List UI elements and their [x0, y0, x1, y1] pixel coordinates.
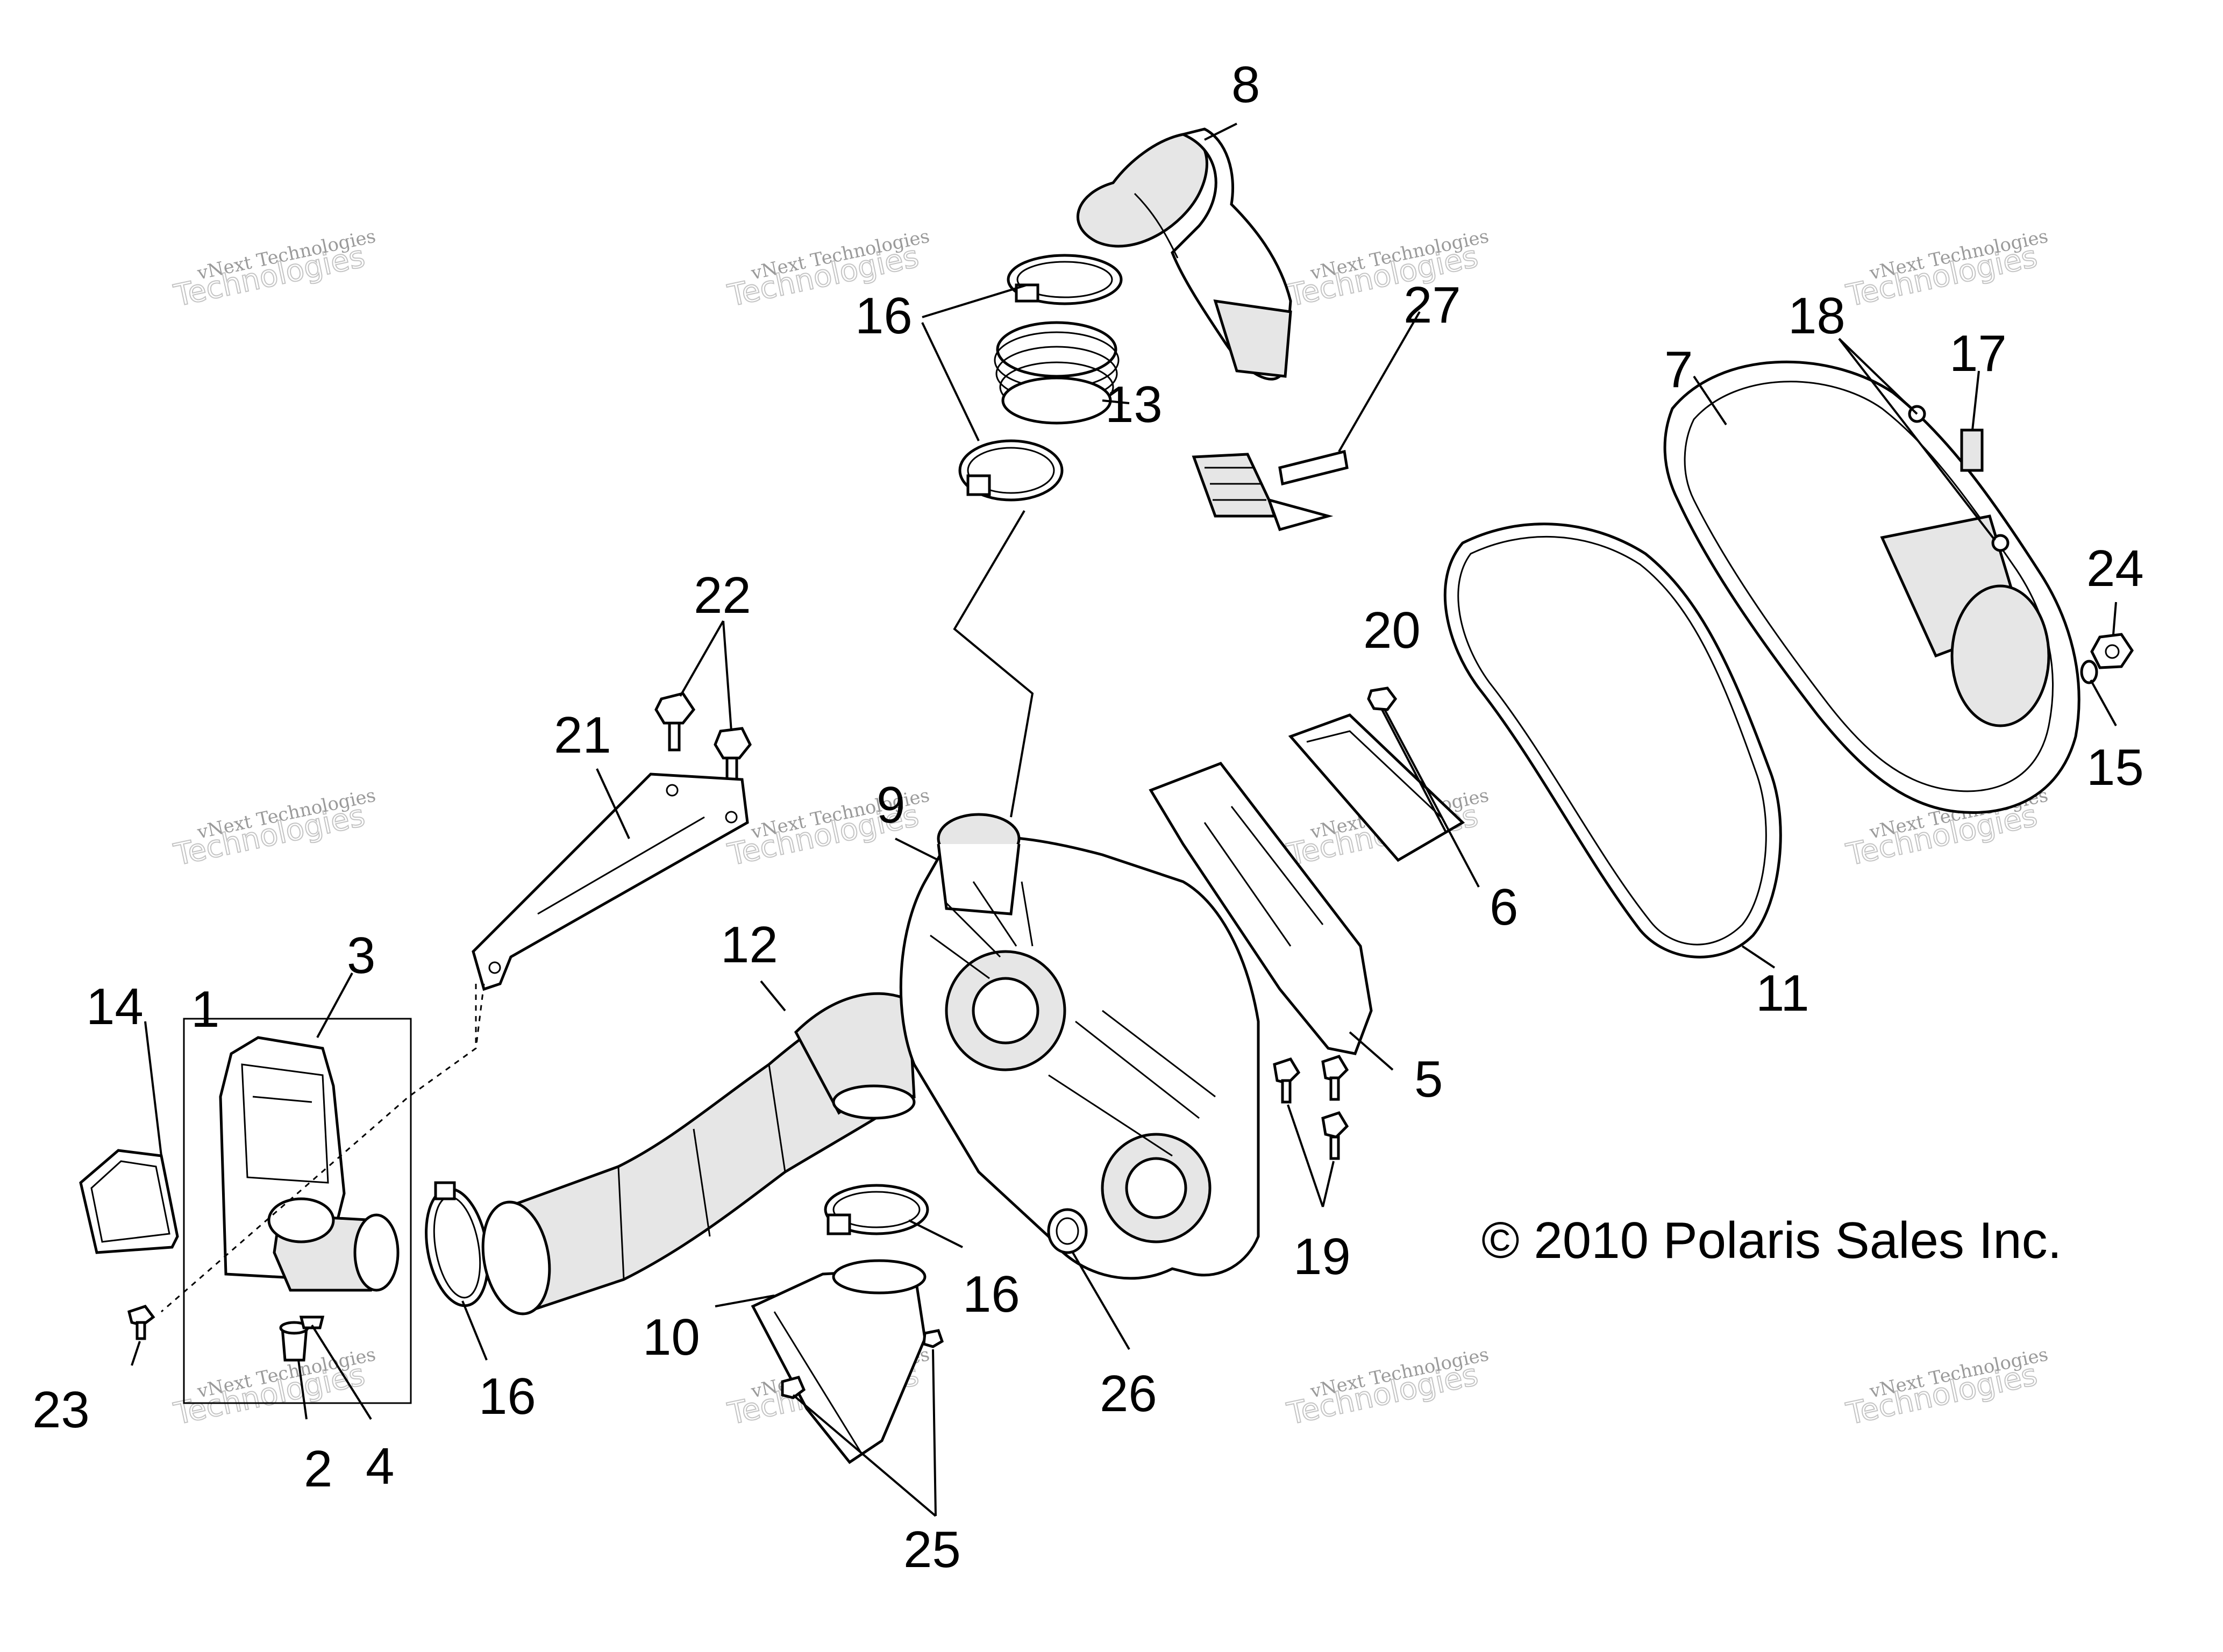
callout-26: 26	[1100, 1365, 1157, 1422]
part-26-seal	[1047, 1208, 1088, 1254]
part-11-belt	[1443, 523, 1782, 959]
part-17-decal	[1960, 428, 1984, 472]
callout-1: 1	[191, 981, 219, 1038]
callout-25: 25	[903, 1521, 961, 1578]
part-13-boot	[994, 321, 1120, 425]
part-20-nut	[1367, 686, 1398, 711]
callout-24: 24	[2086, 540, 2144, 597]
callout-27: 27	[1403, 276, 1461, 334]
callout-3: 3	[347, 927, 375, 984]
copyright-text: © 2010 Polaris Sales Inc.	[1481, 1212, 2062, 1269]
part-14-filter	[79, 1149, 179, 1254]
part-21-bracket	[472, 773, 749, 991]
part-27-screen	[1192, 449, 1349, 532]
callouts: 1 2 3 4 5 6 7 8 9 10 11 12 13 14 15 16 1…	[32, 56, 2144, 1578]
callout-17: 17	[1949, 325, 2007, 382]
callout-16-top: 16	[855, 287, 913, 345]
part-23-screw	[127, 1305, 155, 1340]
part-10-outlet-duct	[751, 1259, 927, 1464]
part-16-clamp-middle	[958, 439, 1064, 502]
part-9-inner-cover	[899, 813, 1260, 1280]
part-15-washer	[2080, 660, 2098, 684]
part-6-plate	[1288, 713, 1465, 862]
callout-16-lower: 16	[963, 1265, 1020, 1323]
callout-7: 7	[1664, 341, 1693, 398]
callout-22: 22	[694, 567, 751, 624]
callout-13: 13	[1105, 376, 1163, 433]
leader-lines	[131, 123, 2117, 1517]
part-2-drain	[279, 1321, 309, 1362]
part-16-clamp-top	[1007, 254, 1123, 305]
callout-14: 14	[86, 978, 144, 1035]
callout-2: 2	[304, 1440, 332, 1498]
callout-6: 6	[1490, 878, 1518, 936]
part-7-outer-cover	[1663, 360, 2080, 814]
part-4-clip	[299, 1315, 325, 1329]
callout-19: 19	[1293, 1228, 1351, 1285]
callout-10: 10	[643, 1308, 700, 1366]
part-24-nut	[2090, 633, 2134, 669]
callout-8: 8	[1231, 56, 1260, 113]
callout-23: 23	[32, 1381, 90, 1439]
callout-15: 15	[2086, 739, 2144, 796]
watermark: Technologies vNext Technologies	[1843, 225, 2050, 314]
part-22-bolts	[654, 692, 752, 784]
callout-11: 11	[1756, 964, 1809, 1022]
callout-18: 18	[1788, 287, 1846, 345]
part-5-deflector	[1149, 761, 1373, 1055]
part-19-screws	[1273, 1054, 1349, 1160]
callout-12: 12	[721, 916, 778, 974]
part-1-assembly-box	[183, 1018, 412, 1404]
watermark: Technologies vNext Technologies	[170, 784, 377, 873]
watermark: Technologies vNext Technologies	[1284, 1343, 1491, 1432]
part-16-clamp-lower	[824, 1184, 929, 1235]
callout-20: 20	[1363, 602, 1421, 659]
callout-4: 4	[366, 1438, 394, 1495]
watermark: Technologies vNext Technologies	[1843, 1343, 2050, 1432]
callout-5: 5	[1414, 1050, 1443, 1108]
part-25-screws	[781, 1329, 944, 1399]
callout-9: 9	[877, 776, 905, 834]
part-12-intake-hose	[481, 992, 916, 1315]
leader-dashed-bracket	[161, 983, 485, 1313]
part-16-clamp-left	[425, 1181, 489, 1307]
callout-21: 21	[554, 706, 611, 764]
watermark: Technologies vNext Technologies	[1284, 225, 1491, 314]
part-8-intake-duct	[1076, 127, 1292, 381]
watermark: Technologies vNext Technologies	[170, 225, 377, 314]
callout-16-left: 16	[479, 1368, 536, 1425]
part-3-airbox	[219, 1036, 400, 1292]
